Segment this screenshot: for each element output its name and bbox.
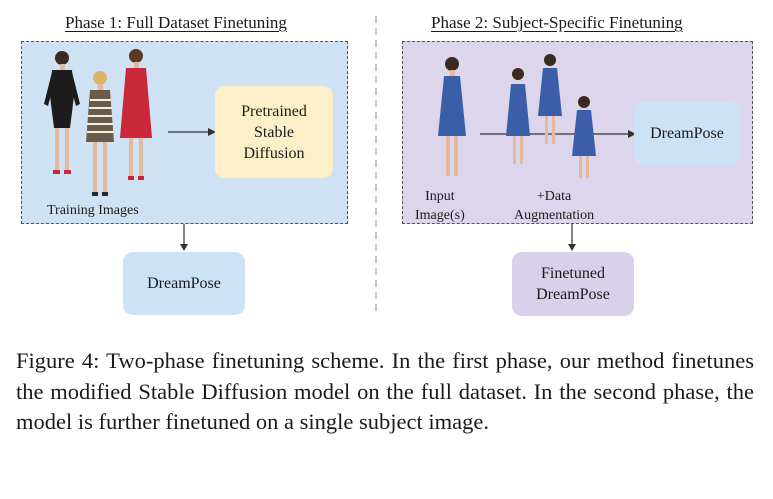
arrow-to-pretrained <box>168 128 216 136</box>
dreampose-box: DreamPose <box>123 252 245 315</box>
finetuned-dreampose-box: Finetuned DreamPose <box>512 252 634 316</box>
pretrained-line-2: Stable <box>254 123 294 141</box>
dreampose-label: DreamPose <box>147 275 221 292</box>
input-image-icon <box>438 57 466 176</box>
training-images <box>44 49 152 196</box>
phase1-title: Phase 1: Full Dataset Finetuning <box>65 13 287 32</box>
figure-caption: Figure 4: Two-phase finetuning scheme. I… <box>16 348 754 434</box>
pretrained-line-1: Pretrained <box>241 102 307 120</box>
model-striped-dress-icon <box>86 71 114 196</box>
finetuned-line-2: DreamPose <box>536 286 610 303</box>
phase2-dreampose-box: DreamPose <box>634 102 740 165</box>
phase2-title: Phase 2: Subject-Specific Finetuning <box>431 13 683 32</box>
input-label-line-1: Input <box>425 189 455 204</box>
model-red-dress-icon <box>120 49 152 180</box>
arrow-to-dreampose <box>180 224 188 251</box>
pretrained-line-3: Diffusion <box>243 144 305 162</box>
phase2-dreampose-label: DreamPose <box>650 125 724 142</box>
input-label-line-2: Image(s) <box>415 208 465 223</box>
augment-label-line-2: Augmentation <box>514 208 595 223</box>
pretrained-stable-diffusion-box: Pretrained Stable Diffusion <box>215 86 333 178</box>
finetuned-line-1: Finetuned <box>540 265 605 282</box>
input-images-label: Input Image(s) <box>415 187 465 225</box>
augmented-images-icon <box>506 54 596 178</box>
augment-label-line-1: +Data <box>536 189 572 204</box>
training-images-label: Training Images <box>47 203 139 218</box>
arrow-to-finetuned <box>568 224 576 251</box>
model-black-dress-icon <box>44 51 80 174</box>
augmentation-label: +Data Augmentation <box>514 187 594 225</box>
phase-divider <box>375 16 377 312</box>
